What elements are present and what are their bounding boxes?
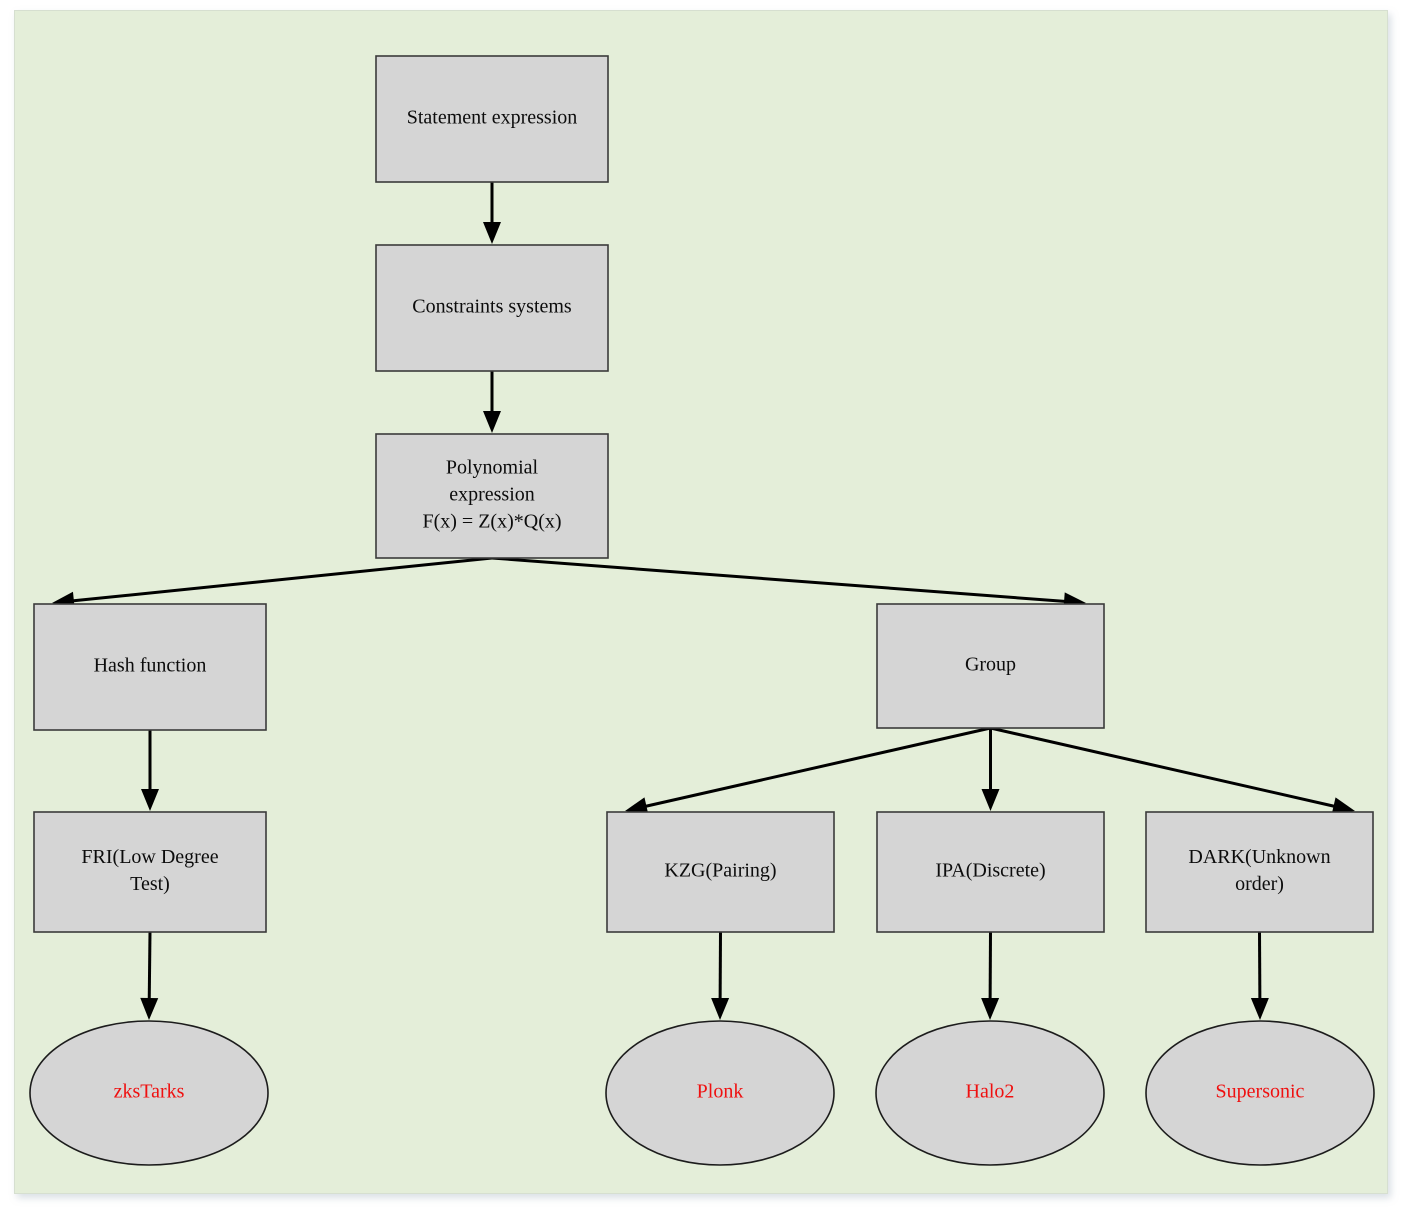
node-shape-rect <box>375 433 609 559</box>
edge-line <box>642 726 991 809</box>
node-label-plonk: Plonk <box>697 1081 744 1103</box>
diagram-canvas <box>14 10 1388 1194</box>
arrowhead-icon <box>1250 997 1269 1020</box>
node-shape-rect <box>606 811 835 933</box>
node-constraints[interactable]: Constraints systems <box>375 244 609 372</box>
node-shape-rect <box>876 603 1105 729</box>
node-label-group: Group <box>965 654 1016 676</box>
edge-ipa-to-halo2 <box>981 931 1000 1020</box>
edge-line <box>69 556 493 603</box>
arrowhead-icon <box>981 789 1000 811</box>
edge-hash-to-fri <box>141 730 159 811</box>
node-shape-rect <box>375 55 609 183</box>
node-hash[interactable]: Hash function <box>33 603 267 731</box>
node-shape-rect <box>33 603 267 731</box>
node-label-kzg: KZG(Pairing) <box>664 860 776 882</box>
arrowhead-icon <box>711 997 730 1020</box>
node-label-statement: Statement expression <box>407 107 578 129</box>
node-label-polynomial: expression <box>449 484 535 506</box>
edge-line <box>990 726 1338 809</box>
node-label-polynomial: F(x) = Z(x)*Q(x) <box>422 511 561 533</box>
node-shape-rect <box>1145 811 1374 933</box>
node-supersonic[interactable]: Supersonic <box>1145 1020 1375 1166</box>
arrowhead-icon <box>483 222 501 244</box>
edge-fri-to-zkstarks <box>140 931 159 1020</box>
node-label-supersonic: Supersonic <box>1216 1081 1305 1103</box>
node-label-ipa: IPA(Discrete) <box>935 860 1045 882</box>
arrowhead-icon <box>483 411 501 433</box>
node-shape-ellipse <box>605 1020 835 1166</box>
node-zkstarks[interactable]: zksTarks <box>29 1020 269 1166</box>
edge-line <box>491 556 1069 604</box>
edge-kzg-to-plonk <box>711 931 730 1020</box>
node-dark[interactable]: DARK(Unknown order) <box>1145 811 1374 933</box>
node-label-polynomial: Polynomial <box>446 457 539 479</box>
node-label-dark: DARK(Unknown <box>1188 846 1330 868</box>
arrowhead-icon <box>141 789 159 811</box>
node-halo2[interactable]: Halo2 <box>875 1020 1105 1166</box>
node-shape-rect <box>375 244 609 372</box>
node-shape-ellipse <box>29 1020 269 1166</box>
node-label-zkstarks: zksTarks <box>114 1081 185 1103</box>
node-shape-rect <box>876 811 1105 933</box>
edge-group-to-ipa <box>981 728 1000 811</box>
edge-group-to-kzg <box>625 726 991 815</box>
node-label-halo2: Halo2 <box>966 1081 1015 1103</box>
node-shape-ellipse <box>1145 1020 1375 1166</box>
node-shape-rect <box>33 811 267 933</box>
edge-statement-to-constraints <box>483 182 501 244</box>
edges-layer <box>52 182 1355 1020</box>
node-shape-ellipse <box>875 1020 1105 1166</box>
node-statement[interactable]: Statement expression <box>375 55 609 183</box>
edge-polynomial-to-hash <box>52 556 493 610</box>
edge-constraints-to-polynomial <box>483 371 501 433</box>
node-label-dark: order) <box>1235 873 1284 895</box>
arrowhead-icon <box>625 797 649 815</box>
node-plonk[interactable]: Plonk <box>605 1020 835 1166</box>
node-ipa[interactable]: IPA(Discrete) <box>876 811 1105 933</box>
node-label-hash: Hash function <box>94 655 207 677</box>
arrowhead-icon <box>981 997 1000 1020</box>
edge-group-to-dark <box>990 726 1355 815</box>
edge-polynomial-to-group <box>491 556 1086 611</box>
node-label-constraints: Constraints systems <box>412 296 572 318</box>
edge-dark-to-supersonic <box>1250 931 1269 1020</box>
node-label-fri: FRI(Low Degree <box>81 846 218 868</box>
arrowhead-icon <box>1331 797 1355 815</box>
edge-line <box>147 931 152 1003</box>
node-group[interactable]: Group <box>876 603 1105 729</box>
node-kzg[interactable]: KZG(Pairing) <box>606 811 835 933</box>
arrowhead-icon <box>140 997 159 1020</box>
node-label-fri: Test) <box>130 873 170 895</box>
